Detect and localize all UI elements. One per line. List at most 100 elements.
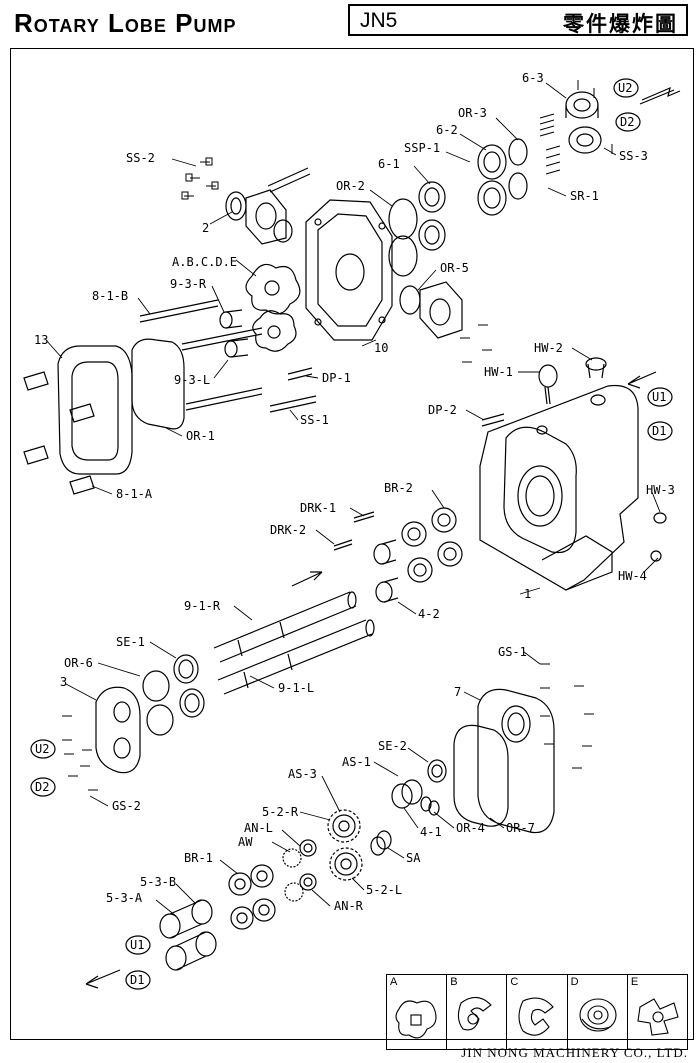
screws-gs-1: [540, 663, 594, 769]
model-code: JN5: [360, 9, 398, 32]
legend-cell-a: A: [387, 975, 448, 1049]
legend-letter: C: [510, 976, 519, 988]
page-title: Rotary Lobe Pump: [14, 8, 237, 38]
label-gs-2: GS-2: [112, 799, 141, 813]
label-or-7: OR-7: [506, 821, 535, 835]
diagram-subtitle: 零件爆炸圖: [563, 12, 678, 36]
label-se-1: SE-1: [116, 635, 145, 649]
label-5-2-r: 5-2-R: [262, 805, 299, 819]
label-d1-bot: D1: [130, 973, 144, 987]
part-5-3-sleeves: [159, 899, 217, 971]
legend-cell-e: E: [628, 975, 687, 1049]
part-4-1-spacer: [391, 779, 423, 809]
label-ssp-1: SSP-1: [404, 141, 440, 155]
label-abcde: A.B.C.D.E: [172, 255, 237, 269]
part-hw-4-plug: [650, 550, 662, 562]
screws-ss-2: [181, 157, 219, 200]
title-box: JN5 零件爆炸圖: [348, 4, 688, 36]
part-or-3-oring: [508, 138, 528, 200]
label-5-3-b: 5-3-B: [140, 875, 176, 889]
part-7-gear-cover: [477, 688, 555, 834]
label-hw-4: HW-4: [618, 569, 647, 583]
part-br-1-bearings: [228, 864, 276, 930]
part-rotor-lobes: [245, 263, 301, 352]
label-an-r: AN-R: [334, 899, 364, 913]
part-3-retainer: [95, 686, 141, 774]
label-ss-2: SS-2: [126, 151, 155, 165]
part-1-gear-case: [479, 384, 639, 591]
label-6-2: 6-2: [436, 123, 458, 137]
label-9-3-r: 9-3-R: [170, 277, 207, 291]
flow-arrow-icon: [85, 969, 121, 989]
label-6-1: 6-1: [378, 157, 400, 171]
label-an-l: AN-L: [244, 821, 273, 835]
part-10-pump-casing: [305, 199, 393, 341]
flow-arrow-icon: [291, 571, 323, 587]
rotor-d-icon: [579, 998, 617, 1032]
company-footer: JIN NONG MACHINERY CO., LTD.: [461, 1045, 688, 1060]
part-an-nuts: [299, 839, 317, 891]
callout-circles: [30, 78, 673, 990]
part-4-2-spacers: [373, 539, 399, 603]
screws-ss-3: [539, 80, 613, 175]
rotor-c-icon: [518, 997, 555, 1036]
rotor-type-legend: A B C D E: [386, 974, 688, 1050]
label-or-1: OR-1: [186, 429, 215, 443]
label-se-2: SE-2: [378, 739, 407, 753]
part-or-5-flange: [399, 281, 463, 339]
part-or-1-oring: [131, 338, 185, 430]
label-br-2: BR-2: [384, 481, 413, 495]
label-8-1-b: 8-1-B: [92, 289, 128, 303]
label-d2-bot: D2: [35, 780, 49, 794]
part-5-2-l-gear: [329, 847, 363, 881]
part-sa-spacer: [370, 830, 392, 856]
label-as-3: AS-3: [288, 767, 317, 781]
part-or-6-orings: [142, 670, 174, 736]
part-5-2-r-gear: [327, 809, 361, 843]
legend-letter: D: [570, 976, 579, 988]
label-sr-1: SR-1: [570, 189, 599, 203]
legend-cell-b: B: [447, 975, 508, 1049]
label-9-1-l: 9-1-L: [278, 681, 314, 695]
part-6-3-lower-cover: [568, 126, 602, 154]
part-se-2-seal: [427, 759, 447, 783]
flow-arrow-icon: [639, 86, 681, 105]
label-4-2: 4-2: [418, 607, 440, 621]
part-8-1-a-nuts: [23, 371, 95, 495]
part-aw-washers: [282, 848, 304, 902]
rotor-b-icon: [458, 996, 493, 1031]
screws-gs-2: [62, 715, 98, 791]
rotor-e-icon: [637, 998, 679, 1036]
label-gs-1: GS-1: [498, 645, 527, 659]
label-aw: AW: [238, 835, 253, 849]
part-ss-1-screw: [269, 395, 317, 413]
legend-letter: A: [390, 976, 398, 988]
drawing-frame: [10, 48, 694, 1040]
part-8-1-b-studs: [139, 299, 263, 411]
part-6-1-seal-seat: [418, 181, 446, 251]
part-6-2-seal-housing: [477, 144, 507, 216]
part-or-7-gasket: [453, 724, 509, 827]
label-or-3: OR-3: [458, 106, 487, 120]
label-1: 1: [524, 587, 531, 601]
label-13: 13: [34, 333, 48, 347]
label-or-2: OR-2: [336, 179, 365, 193]
label-u1-bot: U1: [130, 938, 144, 952]
label-4-1: 4-1: [420, 825, 442, 839]
label-dp-1: DP-1: [322, 371, 351, 385]
label-u2-top: U2: [618, 81, 632, 95]
label-9-1-r: 9-1-R: [184, 599, 221, 613]
label-7: 7: [454, 685, 461, 699]
part-or-4-orings: [420, 796, 440, 816]
label-or-4: OR-4: [456, 821, 485, 835]
label-3: 3: [60, 675, 67, 689]
rotor-a-icon: [395, 1000, 437, 1039]
label-as-1: AS-1: [342, 755, 371, 769]
label-u1-mid: U1: [652, 390, 666, 404]
label-d2-top: D2: [620, 115, 634, 129]
label-5-3-a: 5-3-A: [106, 891, 143, 905]
part-9-1-r-shaft: [213, 591, 357, 663]
label-sa: SA: [406, 851, 421, 865]
legend-cell-c: C: [507, 975, 568, 1049]
legend-cell-d: D: [568, 975, 628, 1049]
